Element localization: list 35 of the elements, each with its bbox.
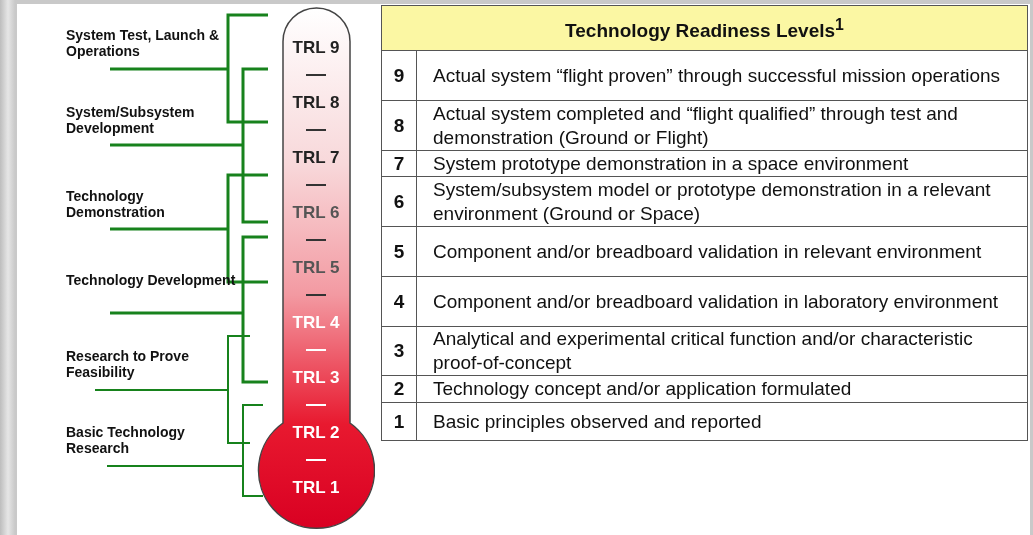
- level-label: TRL 9: [291, 38, 341, 58]
- level-description: System prototype demonstration in a space environment: [416, 150, 1028, 177]
- stage-label: Technology Demonstration: [66, 188, 166, 220]
- stage-label: Technology Development: [66, 272, 236, 288]
- level-label: TRL 6: [291, 203, 341, 223]
- level-label: TRL 7: [291, 148, 341, 168]
- level-description: Actual system completed and “flight qualified” through test and demonstration (Ground or Flight): [416, 100, 1028, 151]
- level-label: TRL 3: [291, 368, 341, 388]
- level-number: 5: [381, 226, 417, 277]
- thermometer: [257, 5, 375, 530]
- stage-label: System Test, Launch & Operations: [66, 27, 220, 59]
- level-number: 7: [381, 150, 417, 177]
- level-description: System/subsystem model or prototype demonstration in a relevant environment (Ground or Space): [416, 176, 1028, 227]
- level-number: 3: [381, 326, 417, 376]
- level-label: TRL 4: [291, 313, 341, 333]
- level-number: 9: [381, 50, 417, 101]
- level-description: Actual system “flight proven” through successful mission operations: [416, 50, 1028, 101]
- level-description: Analytical and experimental critical function and/or characteristic proof-of-concept: [416, 326, 1028, 376]
- level-number: 4: [381, 276, 417, 327]
- level-description: Basic principles observed and reported: [416, 402, 1028, 441]
- stage-label: System/Subsystem Development: [66, 104, 196, 136]
- level-number: 1: [381, 402, 417, 441]
- stage-label: Basic Technology Research: [66, 424, 186, 456]
- level-number: 6: [381, 176, 417, 227]
- level-description: Component and/or breadboard validation in relevant environment: [416, 226, 1028, 277]
- level-description: Component and/or breadboard validation in laboratory environment: [416, 276, 1028, 327]
- stage-label: Research to Prove Feasibility: [66, 348, 190, 380]
- level-description: Technology concept and/or application formulated: [416, 375, 1028, 403]
- table-header: Technology Readiness Levels$^{1}$: [381, 5, 1028, 51]
- level-number: 2: [381, 375, 417, 403]
- level-label: TRL 8: [291, 93, 341, 113]
- level-label: TRL 2: [291, 423, 341, 443]
- level-label: TRL 5: [291, 258, 341, 278]
- level-label: TRL 1: [291, 478, 341, 498]
- level-number: 8: [381, 100, 417, 151]
